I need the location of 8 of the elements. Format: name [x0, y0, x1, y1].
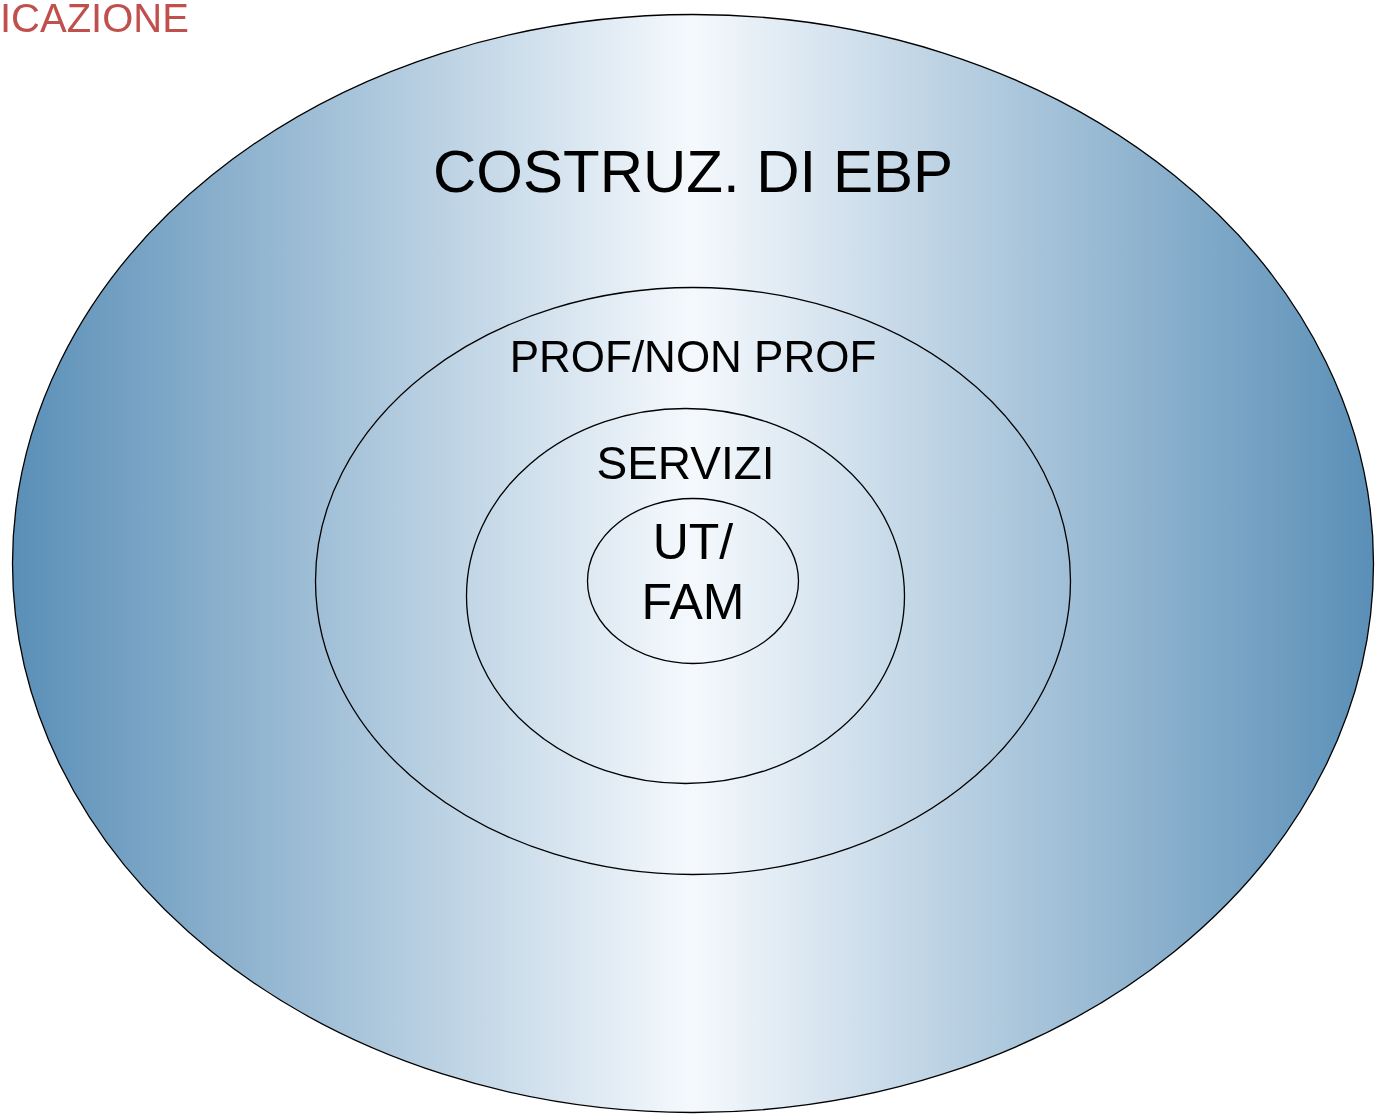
ellipse-label: SERVIZI	[596, 436, 775, 491]
ellipse-label: UT/ FAM	[640, 513, 746, 632]
ellipse	[315, 287, 1071, 875]
ellipse-label: COSTRUZ. DI EBP	[432, 137, 954, 207]
ellipse	[587, 498, 799, 664]
heading-fragment: ICAZIONE	[0, 0, 189, 41]
ellipse-label: PROF/NON PROF	[509, 331, 877, 383]
ellipse	[466, 408, 905, 784]
